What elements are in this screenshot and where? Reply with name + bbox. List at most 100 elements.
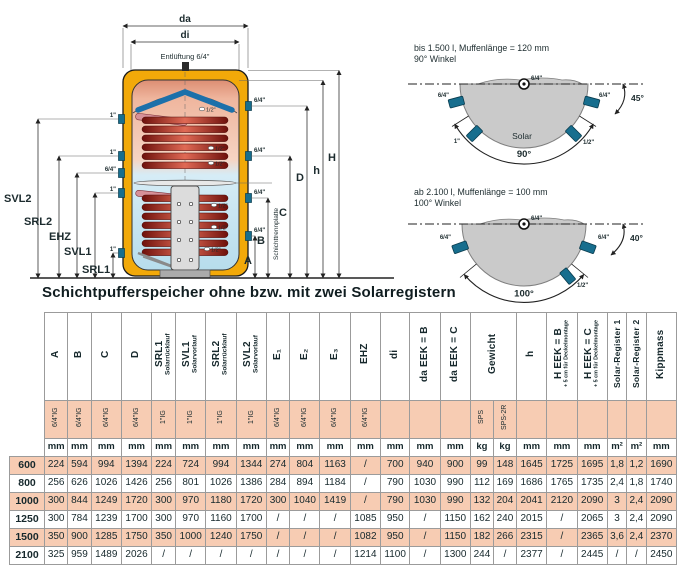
cell-h-eek-b: 1765 xyxy=(546,473,578,493)
col-header-text: H EEK = B+ 5 cm für Deckelmontage xyxy=(553,313,570,395)
port-label: 1/2" xyxy=(577,283,588,289)
cell-e3: / xyxy=(319,545,351,565)
conn-text: 6/4"IG xyxy=(274,407,282,427)
unit-di: mm xyxy=(380,437,411,457)
separator-plate xyxy=(133,179,237,187)
col-header-e1: E₁ xyxy=(265,312,291,401)
unit-d: mm xyxy=(120,437,153,457)
unit-ehz: mm xyxy=(349,437,382,457)
cell-b: 626 xyxy=(67,473,92,493)
main-angle-arc xyxy=(463,274,585,303)
cell-srl1: / xyxy=(151,545,177,565)
cell-svl1: 970 xyxy=(175,491,207,511)
port-dim-label-srl2: SRL2 xyxy=(24,216,52,228)
cell-gewicht-sps-2r: 204 xyxy=(492,491,517,511)
unit-svl2: mm xyxy=(235,437,267,457)
cell-da-eek-c: 900 xyxy=(439,455,471,475)
unit-e1: mm xyxy=(265,437,291,457)
col-header-da-eek-c: da EEK = C xyxy=(439,312,471,401)
unit-b: mm xyxy=(67,437,92,457)
col-header-text: da EEK = B xyxy=(419,313,431,395)
cell-solar-register-2: / xyxy=(626,545,647,565)
conn-kippmass xyxy=(645,399,678,439)
col-header-c: C xyxy=(90,312,122,401)
sensor-label: 1/2" xyxy=(215,147,225,153)
col-header-label: B xyxy=(73,350,85,358)
conn-di xyxy=(380,399,411,439)
col-header-text: A xyxy=(50,313,62,395)
col-header-label: E₁ xyxy=(271,348,283,360)
col-header-label: E₃ xyxy=(328,348,340,360)
port-label: 1" xyxy=(110,150,116,156)
col-header-a: A xyxy=(43,312,69,401)
dim-label-d: D xyxy=(296,172,304,184)
cell-svl1: 970 xyxy=(175,509,207,529)
cell-d: 1426 xyxy=(120,473,153,493)
cell-svl1: / xyxy=(175,545,207,565)
unit-c: mm xyxy=(90,437,122,457)
row-label-800: 800 xyxy=(9,473,45,493)
port-dim-label-srl1: SRL1 xyxy=(82,264,110,276)
deflector-plate xyxy=(182,89,235,113)
conn-text: 6/4"IG xyxy=(331,407,339,427)
cell-gewicht-sps-2r: 169 xyxy=(492,473,517,493)
da-label: da xyxy=(179,14,191,25)
cell-h-eek-b: 2120 xyxy=(546,491,578,511)
cell-srl2: 1160 xyxy=(205,509,237,529)
cell-c: 1026 xyxy=(90,473,122,493)
cell-svl2: 1750 xyxy=(235,527,267,547)
cell-da-eek-b: 940 xyxy=(409,455,441,475)
cell-svl2: 1720 xyxy=(235,491,267,511)
cell-da-eek-c: 1150 xyxy=(439,509,471,529)
port-label: 6/4" xyxy=(438,93,449,99)
cell-e3: / xyxy=(319,527,351,547)
cell-srl1: 300 xyxy=(151,491,177,511)
cell-gewicht-sps: 162 xyxy=(469,509,494,529)
corner-blank xyxy=(9,438,45,457)
cell-gewicht-sps: 182 xyxy=(469,527,494,547)
conn-gewicht-sps-2r: SPS-2R xyxy=(492,399,517,439)
cell-d: 1394 xyxy=(120,455,153,475)
cell-h-eek-b: / xyxy=(546,509,578,529)
cell-kippmass: 2090 xyxy=(645,509,678,529)
col-header-text: E₁ xyxy=(271,313,284,395)
col-header-kippmass: Kippmass xyxy=(645,312,678,401)
unit-srl1: mm xyxy=(151,437,177,457)
cell-srl1: 256 xyxy=(151,473,177,493)
row-label-1500: 1500 xyxy=(9,527,45,547)
col-header-sublabel: Solarvorlauf xyxy=(191,335,199,373)
port-label: 6/4" xyxy=(105,167,116,173)
cell-a: 325 xyxy=(43,545,69,565)
cell-solar-register-2: 2,4 xyxy=(626,527,647,547)
cell-srl2: 1026 xyxy=(205,473,237,493)
cell-kippmass: 1740 xyxy=(645,473,678,493)
conn-h xyxy=(515,399,548,439)
cell-a: 300 xyxy=(43,491,69,511)
col-header-text: Gewicht xyxy=(487,313,499,395)
cell-e1: 300 xyxy=(265,491,291,511)
corner-blank xyxy=(9,400,45,439)
cell-gewicht-sps-2r: / xyxy=(492,545,517,565)
tank-base xyxy=(159,269,211,279)
col-header-d: D xyxy=(120,312,153,401)
port-label: 6/4" xyxy=(598,235,609,241)
top-port-dot xyxy=(522,82,526,86)
port-label: 6/4" xyxy=(440,235,451,241)
cell-solar-register-2: 1,8 xyxy=(626,473,647,493)
cell-gewicht-sps: 112 xyxy=(469,473,494,493)
deflector-plate xyxy=(135,89,188,113)
row-label-1250: 1250 xyxy=(9,509,45,529)
solar-label: Solar xyxy=(512,131,532,141)
cell-e1: / xyxy=(265,545,291,565)
port-label: 1/2" xyxy=(583,140,594,146)
angle-ref-line xyxy=(571,263,589,278)
col-header-text: da EEK = C xyxy=(449,313,461,395)
cell-solar-register-1: 2,4 xyxy=(606,473,628,493)
cell-ehz: 1085 xyxy=(349,509,382,529)
cell-e1: / xyxy=(265,527,291,547)
